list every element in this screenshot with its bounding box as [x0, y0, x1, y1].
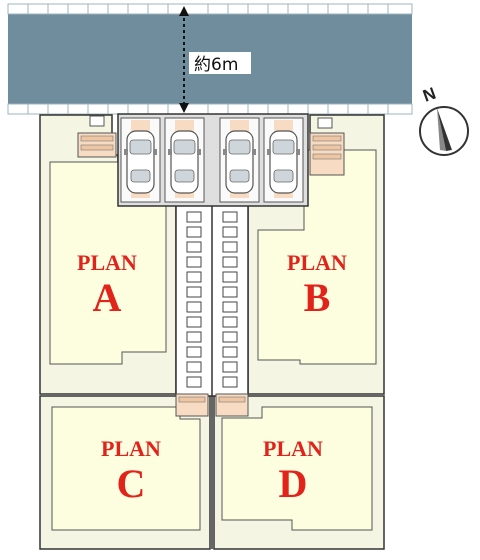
- meter-box-a: [89, 115, 105, 127]
- parking-space: [164, 117, 205, 203]
- compass-north-label: N: [420, 84, 438, 106]
- meter-box-b: [317, 117, 333, 129]
- parking-space: [263, 117, 304, 203]
- entrance-c: [175, 393, 209, 417]
- plan-b-letter: B: [304, 275, 331, 320]
- entrances: [77, 115, 345, 417]
- entrance-b: [309, 132, 345, 176]
- plan-a-letter: A: [93, 275, 122, 320]
- plan-a-word: PLAN: [77, 250, 137, 275]
- entrance-a: [77, 132, 117, 158]
- road: 約6m: [7, 3, 413, 115]
- building-b: [257, 149, 377, 365]
- car-icon: [124, 130, 157, 194]
- plan-b-word: PLAN: [287, 250, 347, 275]
- building-d: [221, 406, 373, 531]
- north-arrow: N: [419, 84, 469, 156]
- road-width-dimension: 約6m: [179, 6, 251, 113]
- plan-d-letter: D: [279, 461, 308, 506]
- car-icon: [267, 130, 300, 194]
- plan-labels: PLAN A PLAN B PLAN C PLAN D: [77, 250, 347, 506]
- car-icon: [223, 130, 256, 194]
- parking-space: [120, 117, 161, 203]
- car-icon: [168, 130, 201, 194]
- plan-c-letter: C: [117, 461, 146, 506]
- plan-d-word: PLAN: [263, 436, 323, 461]
- paving-stones: [186, 211, 238, 388]
- entrance-d: [215, 393, 249, 417]
- parking-area: [117, 113, 309, 207]
- road-width-label: 約6m: [194, 55, 238, 75]
- compass-needle-icon: [437, 108, 452, 151]
- lots: [39, 114, 385, 550]
- parking-space: [219, 117, 260, 203]
- plan-c-word: PLAN: [101, 436, 161, 461]
